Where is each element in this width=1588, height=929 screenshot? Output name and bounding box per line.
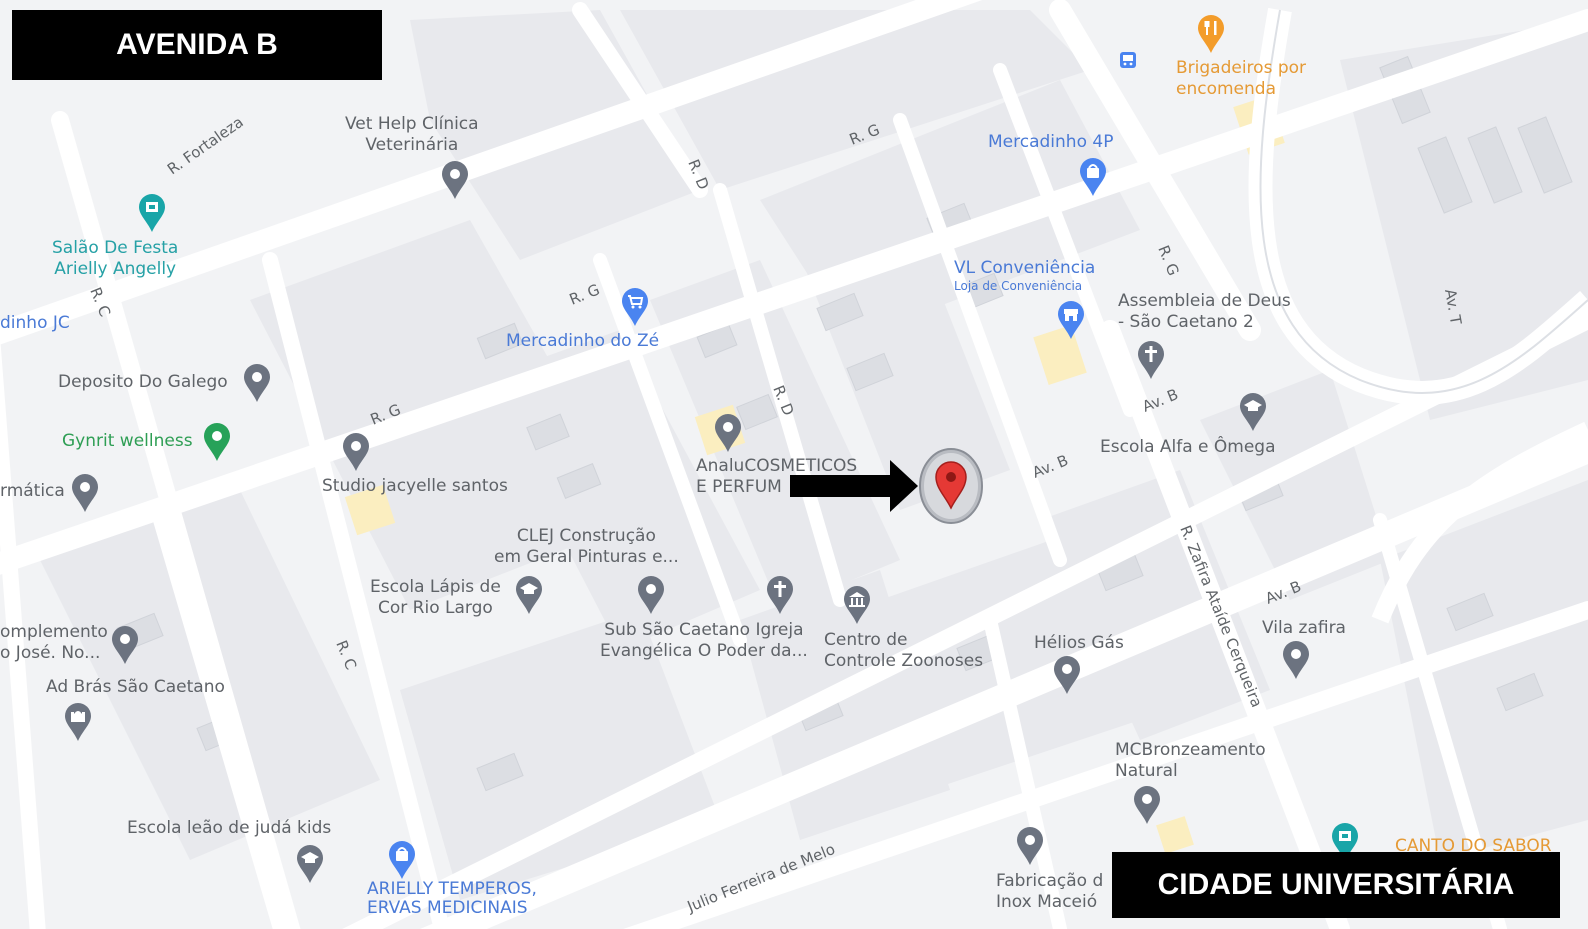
vet-pin-icon[interactable] bbox=[440, 160, 470, 200]
gynrit-pin-icon[interactable] bbox=[202, 422, 232, 462]
analu-pin-icon[interactable] bbox=[713, 413, 743, 453]
poi-label-fabricacao[interactable]: Fabricação d Inox Maceió bbox=[996, 871, 1104, 912]
curved-road-lower bbox=[1371, 421, 1588, 624]
poi-label-clej[interactable]: CLEJ Construção em Geral Pinturas e... bbox=[494, 526, 679, 567]
shopping-cart-pin-icon[interactable] bbox=[620, 287, 650, 327]
shopping-bag-pin-icon[interactable] bbox=[387, 840, 417, 880]
arrow-icon bbox=[790, 460, 918, 512]
vl-conveniencia-pin-icon[interactable] bbox=[1056, 300, 1086, 340]
poi-label-centro-zoonoses[interactable]: Centro de Controle Zoonoses bbox=[824, 630, 984, 671]
poi-label-vl-conveniencia-title: VL Conveniência bbox=[954, 258, 1096, 278]
poi-label-dinho[interactable]: dinho JC bbox=[0, 313, 70, 333]
poi-label-studio[interactable]: Studio jacyelle santos bbox=[322, 476, 508, 496]
poi-label-helios[interactable]: Hélios Gás bbox=[1034, 633, 1124, 653]
poi-label-analu[interactable]: AnaluCOSMETICOS E PERFUM bbox=[696, 456, 858, 497]
mercadinho-4p-pin-icon[interactable] bbox=[1078, 157, 1108, 197]
poi-label-vl-conveniencia-category: Loja de Conveniência bbox=[954, 279, 1083, 293]
poi-label-ad-bras[interactable]: Ad Brás São Caetano bbox=[46, 677, 225, 697]
complemento-pin-icon[interactable] bbox=[110, 625, 140, 665]
poi-label-escola-leao[interactable]: Escola leão de judá kids bbox=[127, 818, 332, 838]
poi-label-salao[interactable]: Salão De Festa Arielly Angelly bbox=[52, 238, 179, 279]
event-venue-pin-icon[interactable] bbox=[137, 193, 167, 233]
poi-label-deposito[interactable]: Deposito Do Galego bbox=[58, 372, 228, 392]
poi-label-mcbronze[interactable]: MCBronzeamento Natural bbox=[1115, 740, 1266, 781]
poi-label-escola-alfa[interactable]: Escola Alfa e Ômega bbox=[1100, 437, 1276, 457]
canto-sabor-venue-pin-icon[interactable] bbox=[1330, 822, 1360, 862]
assembleia-church-pin-icon[interactable] bbox=[1136, 340, 1166, 380]
poi-label-mercadinho-4p[interactable]: Mercadinho 4P bbox=[988, 132, 1114, 152]
top-banner-label: AVENIDA B bbox=[12, 10, 382, 80]
poi-label-canto-sabor[interactable]: CANTO DO SABOR bbox=[1395, 836, 1552, 856]
poi-label-arielly-temperos[interactable]: ARIELLY TEMPEROS, ERVAS MEDICINAIS bbox=[367, 879, 537, 918]
bus-stop-icon[interactable] bbox=[1120, 52, 1136, 68]
escola-alfa-pin-icon[interactable] bbox=[1238, 392, 1268, 432]
deposito-pin-icon[interactable] bbox=[242, 363, 272, 403]
poi-label-mercadinho-ze[interactable]: Mercadinho do Zé bbox=[506, 331, 660, 351]
mcbronze-pin-icon[interactable] bbox=[1132, 785, 1162, 825]
poi-label-rmatica[interactable]: rmática bbox=[0, 481, 65, 501]
vila-zafira-pin-icon[interactable] bbox=[1281, 640, 1311, 680]
curved-road-edge bbox=[1259, 9, 1588, 394]
poi-label-vet-help[interactable]: Vet Help Clínica Veterinária bbox=[345, 114, 479, 155]
poi-label-assembleia[interactable]: Assembleia de Deus - São Caetano 2 bbox=[1118, 291, 1291, 332]
location-marker-icon[interactable] bbox=[919, 448, 983, 524]
poi-label-vl-conveniencia[interactable]: VL Conveniência Loja de Conveniência bbox=[954, 258, 1095, 293]
school-pin-icon[interactable] bbox=[514, 575, 544, 615]
poi-label-gynrit[interactable]: Gynrit wellness bbox=[62, 431, 193, 451]
church-pin-icon[interactable] bbox=[765, 575, 795, 615]
escola-leao-pin-icon[interactable] bbox=[295, 844, 325, 884]
poi-label-sub-sao-caetano[interactable]: Sub São Caetano Igreja Evangélica O Pode… bbox=[600, 620, 808, 661]
bottom-banner-label: CIDADE UNIVERSITÁRIA bbox=[1112, 852, 1560, 918]
ad-bras-pin-icon[interactable] bbox=[63, 702, 93, 742]
poi-label-brigadeiros[interactable]: Brigadeiros por encomenda bbox=[1176, 58, 1307, 99]
poi-label-complemento[interactable]: omplemento o José. No... bbox=[0, 622, 108, 663]
rmatica-pin-icon[interactable] bbox=[70, 473, 100, 513]
restaurant-pin-icon[interactable] bbox=[1196, 14, 1226, 54]
poi-label-vila-zafira[interactable]: Vila zafira bbox=[1262, 618, 1346, 638]
poi-label-escola-lapis[interactable]: Escola Lápis de Cor Rio Largo bbox=[370, 577, 501, 618]
clej-pin-icon[interactable] bbox=[636, 575, 666, 615]
helios-pin-icon[interactable] bbox=[1052, 655, 1082, 695]
fabricacao-pin-icon[interactable] bbox=[1015, 826, 1045, 866]
government-pin-icon[interactable] bbox=[842, 585, 872, 625]
studio-pin-icon[interactable] bbox=[341, 432, 371, 472]
